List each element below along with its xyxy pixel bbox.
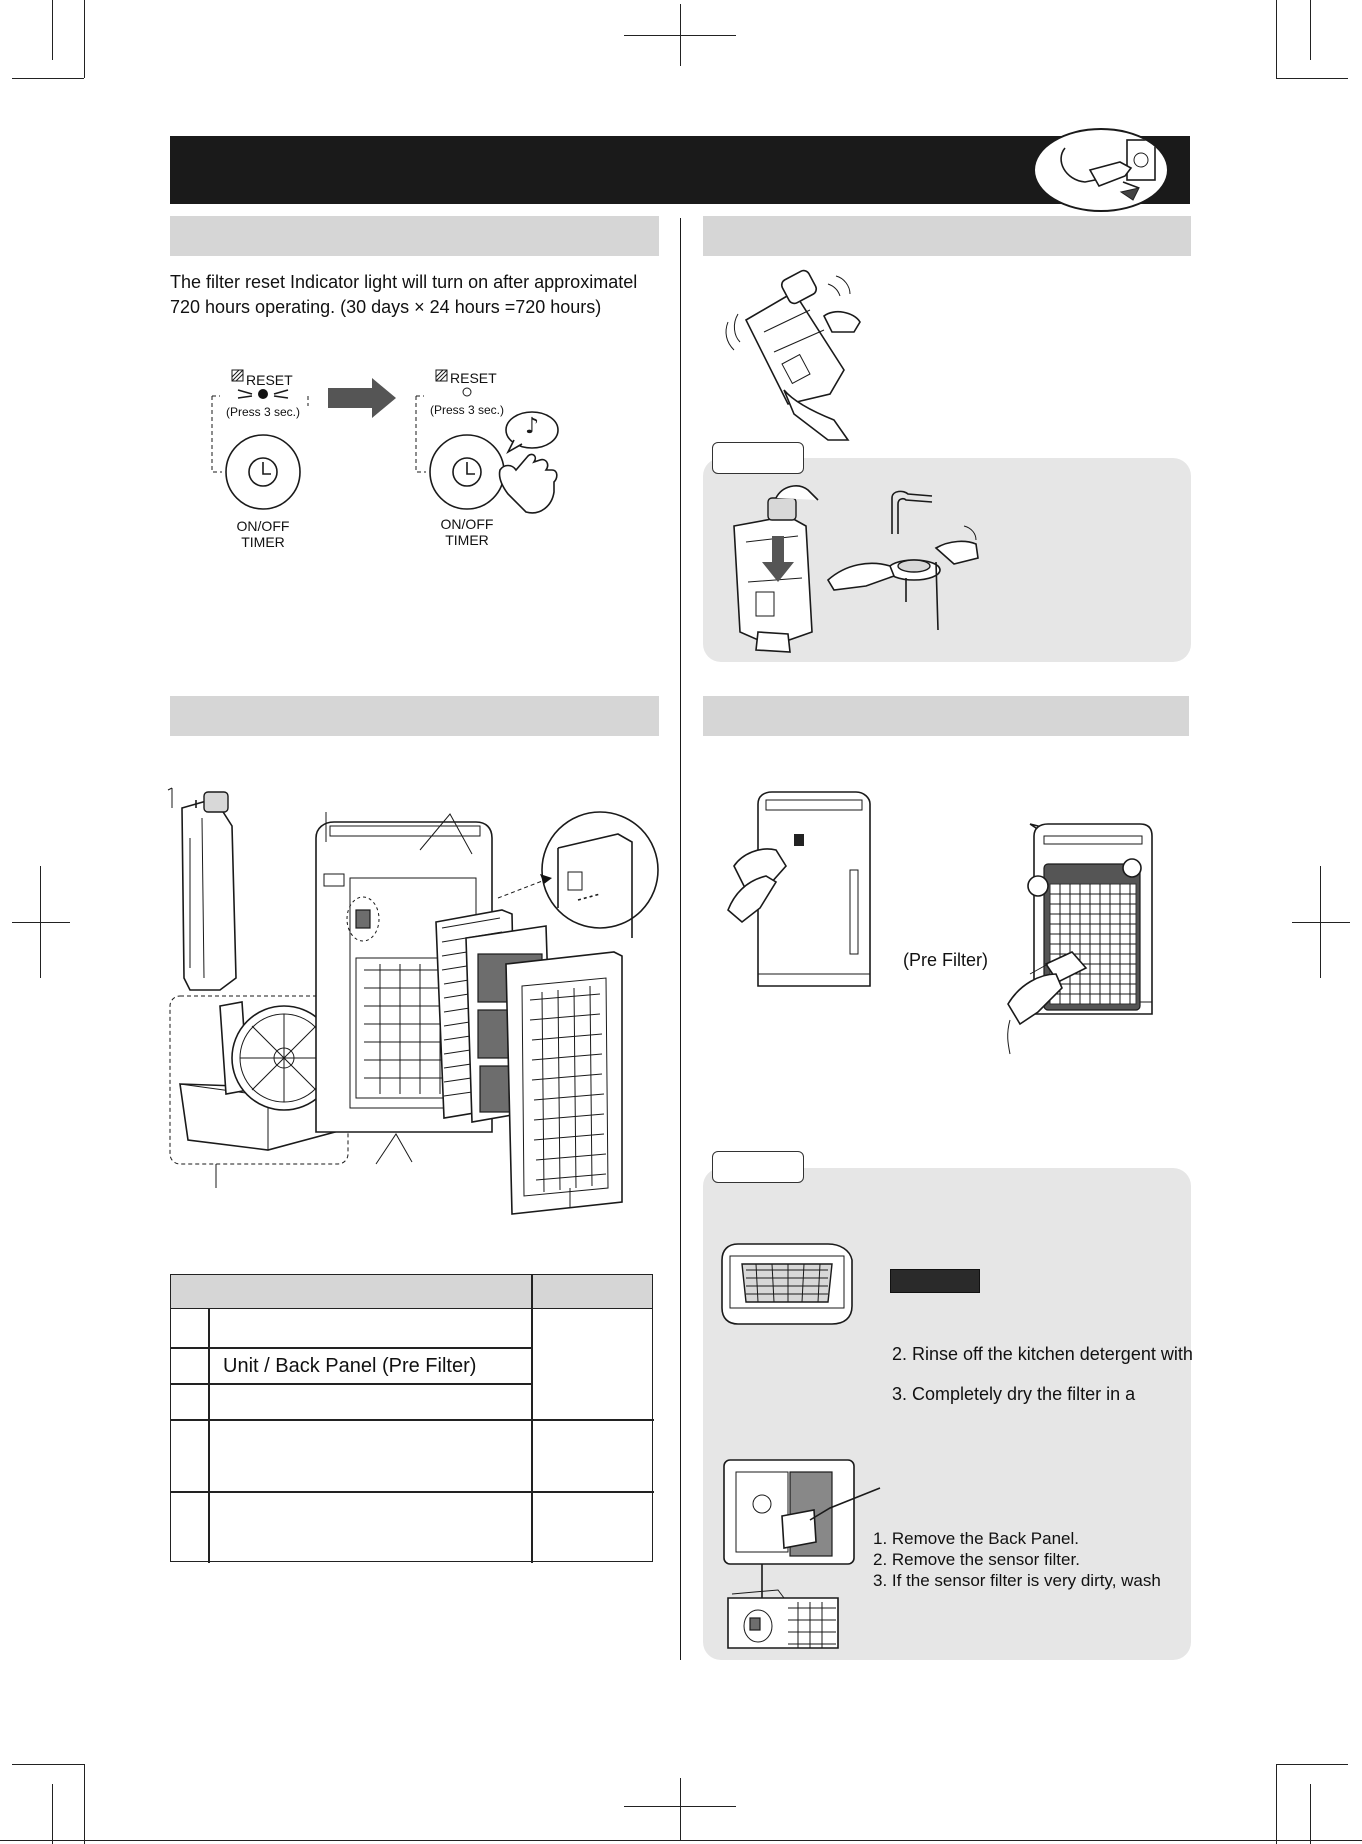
section-header-water-tank [703, 216, 1191, 256]
crop-mark [1292, 922, 1350, 923]
crop-mark [624, 35, 736, 36]
caution-label [890, 1269, 980, 1293]
sensor-step1: 1. Remove the Back Panel. [873, 1528, 1161, 1549]
crop-mark [12, 922, 70, 923]
press-hint-after: (Press 3 sec.) [430, 402, 504, 418]
sensor-step2: 2. Remove the sensor filter. [873, 1549, 1161, 1570]
table-divider [171, 1491, 654, 1493]
button-label-before: ON/OFF TIMER [228, 518, 298, 550]
arrow-right-icon [328, 378, 398, 420]
crop-mark [1310, 0, 1311, 60]
crop-mark [12, 1764, 84, 1765]
crop-mark [0, 1840, 1362, 1841]
sensor-step3: 3. If the sensor filter is very dirty, w… [873, 1570, 1161, 1591]
unit-wipe-illustration [726, 790, 876, 1010]
water-tank-note-tab [712, 442, 804, 474]
water-tank-fill-illustration [728, 482, 838, 662]
music-note-icon: ♪ [525, 414, 539, 439]
crop-mark [12, 78, 84, 79]
crop-mark [624, 1806, 736, 1807]
button-label-after: ON/OFF TIMER [432, 516, 502, 548]
pre-filter-note-tab [712, 1151, 804, 1183]
crop-mark [1276, 78, 1348, 79]
crop-mark [1276, 1764, 1277, 1844]
unplug-icon [1033, 128, 1169, 212]
crop-mark [84, 0, 85, 78]
section-header-filter-reset [170, 216, 659, 256]
crop-mark [84, 1764, 85, 1844]
table-row: Unit / Back Panel (Pre Filter) [223, 1355, 476, 1378]
pre-filter-step2: 2. Rinse off the kitchen detergent with [892, 1342, 1193, 1367]
crop-mark [1310, 1784, 1311, 1844]
section-header-parts [170, 696, 659, 736]
crop-mark [1276, 0, 1277, 78]
filter-reset-line1: The filter reset Indicator light will tu… [170, 270, 670, 295]
water-tank-shake-illustration [724, 262, 884, 442]
filter-soak-tray-illustration [716, 1224, 866, 1334]
crop-mark [52, 1784, 53, 1844]
filter-reset-description: The filter reset Indicator light will tu… [170, 270, 670, 320]
reset-label-before: RESET [246, 372, 293, 388]
sensor-filter-illustration [718, 1458, 888, 1658]
water-tank-cap-illustration [826, 490, 986, 640]
reset-label-after: RESET [450, 370, 497, 386]
crop-mark [680, 1778, 681, 1840]
parts-table-header [171, 1275, 652, 1309]
press-hint-before: (Press 3 sec.) [226, 404, 300, 420]
table-divider [171, 1347, 531, 1349]
reset-panel-after: ♪ RESET (Press 3 sec.) ON/OFF TIMER [412, 366, 562, 550]
table-divider [171, 1419, 654, 1421]
crop-mark [52, 0, 53, 60]
crop-mark [1276, 1764, 1348, 1765]
column-divider [680, 218, 681, 1660]
sensor-filter-steps: 1. Remove the Back Panel. 2. Remove the … [873, 1528, 1161, 1591]
parts-cleaning-table: Unit / Back Panel (Pre Filter) [170, 1274, 653, 1562]
filter-reset-line2: 720 hours operating. (30 days × 24 hours… [170, 295, 670, 320]
reset-panel-before: RESET (Press 3 sec.) ON/OFF TIMER [208, 366, 316, 550]
table-divider [171, 1383, 531, 1385]
section-header-unit-care [703, 696, 1189, 736]
pre-filter-step3: 3. Completely dry the filter in a [892, 1382, 1135, 1407]
unit-disassembly-illustration [160, 778, 656, 1198]
back-panel-vacuum-illustration [990, 824, 1160, 1074]
pre-filter-label: (Pre Filter) [903, 950, 988, 971]
